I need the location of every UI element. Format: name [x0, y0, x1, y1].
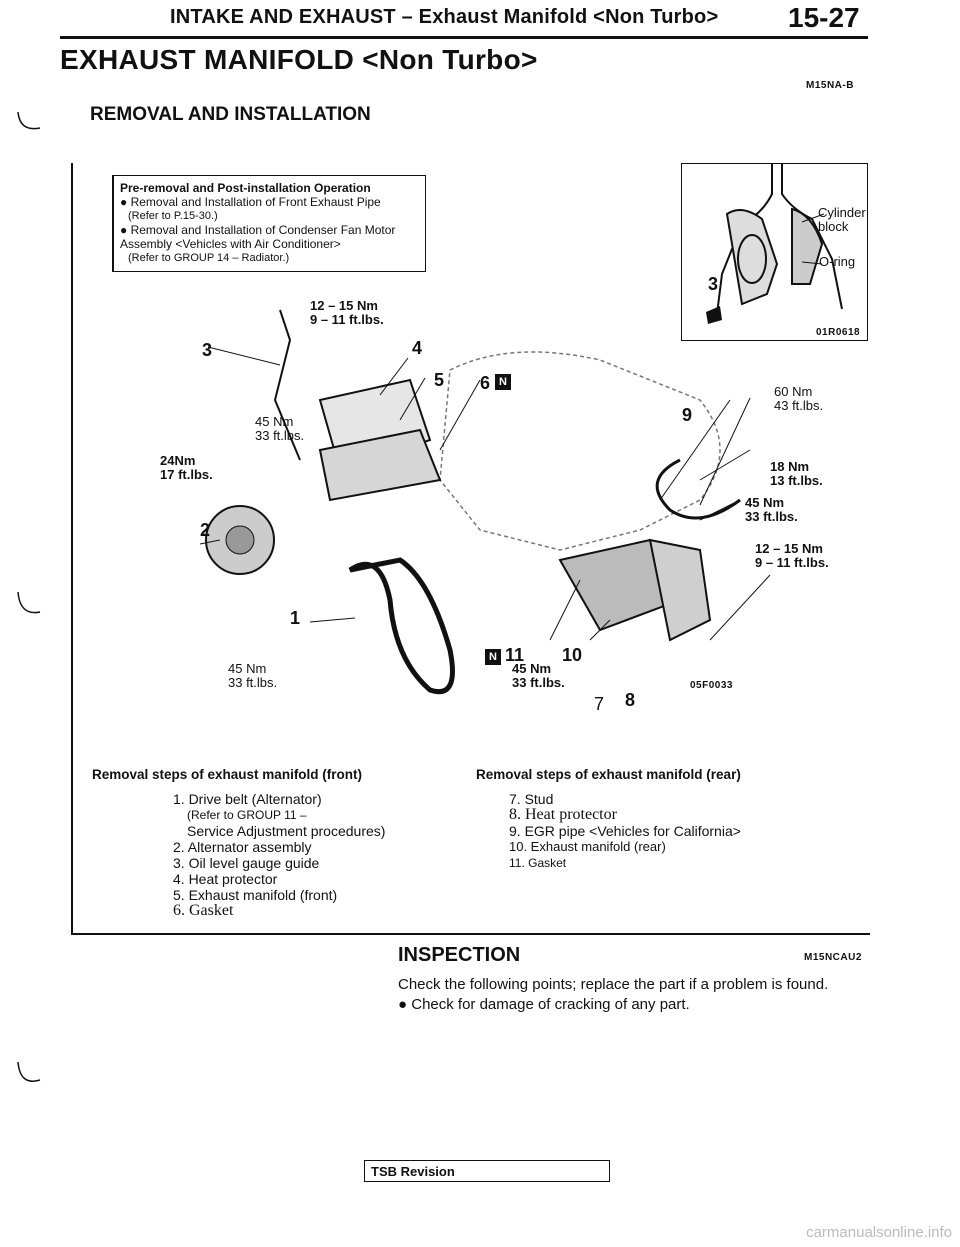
section-subtitle: REMOVAL AND INSTALLATION — [90, 104, 371, 125]
steps-rear: Removal steps of exhaust manifold (rear)… — [476, 767, 816, 871]
oil-gauge-guide — [273, 309, 301, 461]
new-part-mark-6: N — [495, 374, 511, 390]
pre-removal-heading: Pre-removal and Post-installation Operat… — [120, 181, 371, 195]
step-9: 9. EGR pipe <Vehicles for California> — [509, 823, 741, 839]
inspection-code: M15NCAU2 — [804, 952, 862, 963]
page-number: 15-27 — [788, 2, 860, 33]
step-4: 4. Heat protector — [173, 871, 278, 887]
pre-removal-item-1: ● Removal and Installation of Front Exha… — [120, 195, 381, 209]
step-1-ref: (Refer to GROUP 11 – — [187, 808, 307, 822]
pre-removal-ref-1: (Refer to P.15-30.) — [128, 210, 218, 222]
step-5: 5. Exhaust manifold (front) — [173, 887, 338, 903]
running-header: INTAKE AND EXHAUST – Exhaust Manifold <N… — [170, 6, 719, 28]
figure-frame — [71, 163, 870, 935]
callout-7: 7 — [594, 694, 605, 714]
drive-belt — [348, 557, 455, 694]
inset-code: 01R0618 — [816, 327, 861, 338]
exploded-diagram — [199, 309, 771, 694]
step-8: 8. Heat protector — [509, 806, 617, 823]
watermark: carmanualsonline.info — [806, 1224, 952, 1241]
new-part-mark-11: N — [485, 649, 501, 665]
steps-rear-heading: Removal steps of exhaust manifold (rear) — [476, 767, 741, 782]
callout-5: 5 — [434, 370, 445, 390]
callout-6: 6 — [480, 373, 491, 393]
callout-2: 2 — [200, 520, 211, 540]
inset-oring-detail: Cylinder block O-ring 3 01R0618 — [681, 163, 868, 341]
step-6: 6. Gasket — [173, 902, 234, 919]
steps-front: Removal steps of exhaust manifold (front… — [92, 767, 412, 919]
inset-label-cylinder-block: Cylinder block — [818, 205, 866, 234]
pre-removal-box: Pre-removal and Post-installation Operat… — [112, 175, 426, 272]
step-2: 2. Alternator assembly — [173, 839, 312, 855]
inspection-bullet: ● Check for damage of cracking of any pa… — [398, 996, 690, 1013]
pre-removal-ref-2: (Refer to GROUP 14 – Radiator.) — [128, 252, 290, 264]
callout-9: 9 — [682, 405, 693, 425]
inset-callout-3: 3 — [708, 274, 719, 294]
section-code: M15NA-B — [806, 80, 854, 91]
step-3: 3. Oil level gauge guide — [173, 855, 320, 871]
inspection-body: Check the following points; replace the … — [398, 975, 863, 1015]
callout-4: 4 — [412, 338, 423, 358]
rear-heat-protector — [648, 538, 712, 642]
step-1: 1. Drive belt (Alternator) — [173, 791, 322, 807]
callout-8: 8 — [625, 690, 636, 710]
inspection-text: Check the following points; replace the … — [398, 976, 829, 993]
callout-11: 11 — [505, 645, 525, 665]
inset-label-oring: O-ring — [819, 254, 856, 269]
inspection-title: INSPECTION — [398, 944, 521, 966]
pre-removal-item-2: ● Removal and Installation of Condenser … — [120, 223, 396, 251]
diagram-code: 05F0033 — [690, 680, 733, 691]
step-11: 11. Gasket — [509, 856, 567, 870]
callout-1: 1 — [290, 608, 301, 628]
header-rule — [60, 36, 868, 39]
egr-pipe — [655, 458, 741, 520]
section-title: EXHAUST MANIFOLD <Non Turbo> — [60, 44, 538, 75]
step-7: 7. Stud — [509, 791, 554, 807]
front-gasket — [318, 428, 442, 502]
tsb-revision-box: TSB Revision — [364, 1160, 610, 1182]
inset-drawing — [706, 164, 843, 324]
callout-3: 3 — [202, 340, 213, 360]
callout-10: 10 — [562, 645, 583, 665]
step-10: 10. Exhaust manifold (rear) — [509, 839, 666, 854]
step-1-ref-2: Service Adjustment procedures) — [187, 823, 386, 839]
engine-outline — [439, 351, 721, 551]
steps-front-heading: Removal steps of exhaust manifold (front… — [92, 767, 363, 782]
